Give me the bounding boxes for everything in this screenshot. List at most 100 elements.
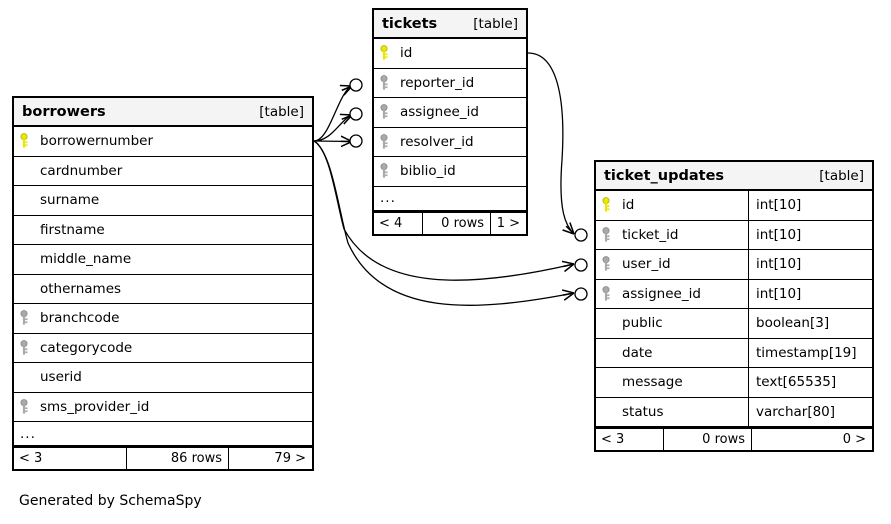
column-name: reporter_id [400, 74, 475, 91]
column-name: date [622, 344, 653, 361]
table-row[interactable]: id [374, 39, 526, 69]
table-tickets-tag: [table] [473, 15, 518, 32]
table-tickets-footer: < 4 0 rows 1 > [374, 210, 526, 234]
no-key-placeholder [14, 245, 34, 274]
foreign-key-icon [596, 280, 616, 309]
table-row[interactable]: middle_name [14, 245, 312, 275]
column-type: timestamp[19] [748, 338, 872, 367]
column-name: cardnumber [40, 162, 123, 179]
column-name: middle_name [40, 251, 132, 268]
table-row[interactable]: assignee_id [374, 98, 526, 128]
column-name: borrowernumber [40, 133, 154, 150]
no-key-placeholder [14, 363, 34, 392]
no-key-placeholder [14, 157, 34, 186]
table-ticket-updates-tag: [table] [819, 167, 864, 184]
column-type: int[10] [748, 250, 872, 279]
foreign-key-icon [14, 334, 34, 363]
column-name: surname [40, 192, 100, 209]
edge-borrowers-to-tickets-assignee [313, 115, 352, 142]
foreign-key-icon [596, 250, 616, 279]
table-row[interactable]: message text[65535] [596, 368, 872, 398]
table-borrowers[interactable]: borrowers [table] borrowernumber cardnum… [12, 96, 314, 471]
next-page-button[interactable]: 0 > [751, 429, 872, 450]
no-key-placeholder [596, 398, 616, 427]
foreign-key-icon [14, 304, 34, 333]
column-name: assignee_id [622, 285, 701, 302]
table-row[interactable]: status varchar[80] [596, 397, 872, 427]
primary-key-icon [596, 191, 616, 220]
more-columns-indicator[interactable]: ... [374, 187, 526, 211]
table-row[interactable]: id int[10] [596, 191, 872, 221]
next-page-button[interactable]: 1 > [490, 212, 526, 234]
foreign-key-icon [374, 98, 394, 127]
primary-key-icon [14, 127, 34, 156]
next-page-button[interactable]: 79 > [228, 448, 312, 469]
column-name: id [622, 197, 635, 214]
table-ticket-updates-header: ticket_updates [table] [596, 162, 872, 191]
table-tickets[interactable]: tickets [table] id reporter_id assignee_… [372, 8, 528, 236]
table-row[interactable]: branchcode [14, 304, 312, 334]
table-ticket-updates[interactable]: ticket_updates [table] id int[10] ticket… [594, 160, 874, 452]
foreign-key-icon [374, 69, 394, 98]
column-name: public [622, 315, 663, 332]
foreign-key-icon [374, 128, 394, 157]
foreign-key-icon [374, 157, 394, 186]
column-name: id [400, 45, 413, 62]
table-row[interactable]: biblio_id [374, 157, 526, 187]
column-name: othernames [40, 280, 122, 297]
column-name: ticket_id [622, 226, 679, 243]
table-row[interactable]: othernames [14, 275, 312, 304]
table-ticket-updates-footer: < 3 0 rows 0 > [596, 427, 872, 450]
table-row[interactable]: assignee_id int[10] [596, 279, 872, 309]
table-row[interactable]: public boolean[3] [596, 309, 872, 339]
foreign-key-icon [596, 221, 616, 250]
table-row[interactable]: user_id int[10] [596, 250, 872, 280]
table-row[interactable]: resolver_id [374, 128, 526, 157]
table-borrowers-footer: < 3 86 rows 79 > [14, 446, 312, 469]
edge-tickets-to-ticket-updates-ticket [527, 52, 574, 234]
table-row[interactable]: ticket_id int[10] [596, 220, 872, 250]
table-row[interactable]: cardnumber [14, 157, 312, 186]
column-name: resolver_id [400, 133, 474, 150]
table-tickets-header: tickets [table] [374, 10, 526, 39]
no-key-placeholder [14, 275, 34, 304]
prev-page-button[interactable]: < 3 [601, 432, 625, 447]
column-type: text[65535] [748, 368, 872, 397]
column-name: branchcode [40, 310, 120, 327]
generated-by-caption: Generated by SchemaSpy [19, 493, 202, 509]
row-count-label: 0 rows [422, 212, 490, 234]
table-row[interactable]: reporter_id [374, 69, 526, 98]
primary-key-icon [374, 39, 394, 68]
more-columns-indicator[interactable]: ... [14, 422, 312, 446]
column-name: biblio_id [400, 163, 456, 180]
cardinality-circle-updates-ticket [574, 228, 588, 242]
no-key-placeholder [596, 339, 616, 368]
table-row[interactable]: surname [14, 186, 312, 216]
cardinality-circle-updates-assignee [574, 287, 588, 301]
foreign-key-icon [14, 393, 34, 422]
prev-page-button[interactable]: < 3 [19, 451, 43, 466]
cardinality-circle-updates-user [574, 258, 588, 272]
table-borrowers-tag: [table] [259, 103, 304, 120]
no-key-placeholder [14, 186, 34, 215]
row-count-label: 86 rows [126, 448, 228, 469]
table-borrowers-title: borrowers [22, 103, 106, 120]
no-key-placeholder [596, 368, 616, 397]
table-row[interactable]: sms_provider_id [14, 393, 312, 422]
column-name: status [622, 403, 664, 420]
table-row[interactable]: userid [14, 363, 312, 393]
table-row[interactable]: date timestamp[19] [596, 338, 872, 368]
column-name: assignee_id [400, 104, 479, 121]
edge-borrowers-to-tickets-reporter [313, 86, 352, 142]
column-name: sms_provider_id [40, 398, 150, 415]
table-row[interactable]: borrowernumber [14, 127, 312, 157]
column-type: varchar[80] [748, 397, 872, 426]
row-count-label: 0 rows [663, 429, 751, 450]
table-row[interactable]: firstname [14, 216, 312, 245]
column-type: boolean[3] [748, 309, 872, 338]
cardinality-circle-tickets-assignee [349, 107, 363, 121]
column-name: userid [40, 369, 82, 386]
prev-page-button[interactable]: < 4 [379, 215, 403, 231]
table-row[interactable]: categorycode [14, 334, 312, 363]
column-type: int[10] [748, 279, 872, 308]
